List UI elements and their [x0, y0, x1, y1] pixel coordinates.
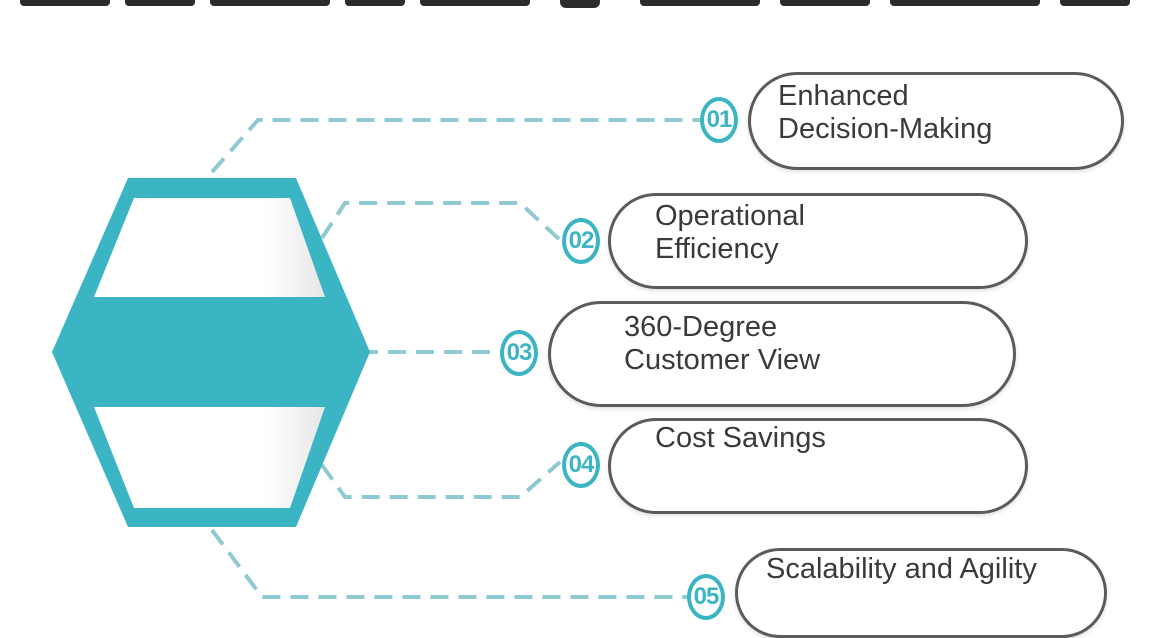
benefit-label-05: Scalability and Agility [766, 553, 1037, 585]
hexagon-lower-panel [94, 407, 325, 508]
number-badge-05: 05 [687, 574, 725, 620]
benefit-label-04: Cost Savings [655, 422, 826, 454]
connector-01 [210, 118, 703, 174]
benefit-pill-03 [548, 301, 1016, 407]
hexagon-upper-panel [94, 198, 325, 297]
benefit-label-01: Enhanced Decision-Making [778, 80, 993, 145]
number-badge-01: 01 [700, 97, 738, 143]
connector-05 [210, 528, 690, 599]
central-hexagon [52, 178, 370, 527]
benefit-pill-02 [608, 193, 1028, 289]
connector-lines [210, 118, 703, 599]
connector-02 [320, 201, 562, 242]
benefit-pill-01 [748, 72, 1124, 170]
benefit-label-02: Operational Efficiency [655, 200, 805, 265]
benefit-label-03: 360-Degree Customer View [624, 311, 821, 376]
benefits-diagram [52, 118, 703, 599]
number-badge-04: 04 [562, 442, 600, 488]
number-badge-02: 02 [562, 218, 600, 264]
connector-04 [320, 460, 562, 499]
cropped-title-fragment [0, 0, 1160, 12]
number-badge-03: 03 [500, 330, 538, 376]
benefit-pill-04 [608, 418, 1028, 514]
